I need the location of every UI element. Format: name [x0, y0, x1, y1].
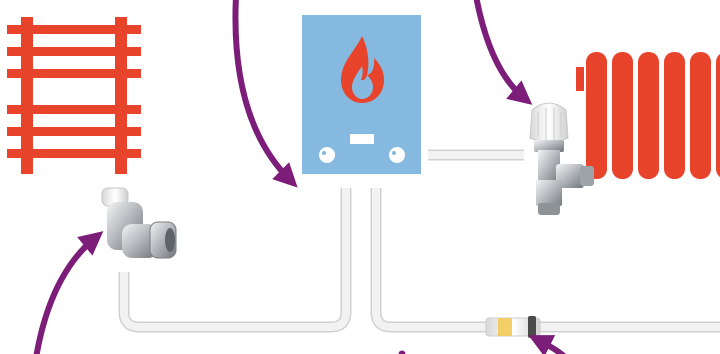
towel-rail-bar	[7, 69, 141, 78]
towel-rail-bar	[7, 149, 141, 158]
radiator-fin	[664, 52, 685, 179]
connector-ring	[528, 316, 536, 338]
arrow-to-boiler	[235, 0, 290, 180]
arrow-to-connector	[538, 340, 566, 354]
straight-connector-icon	[486, 316, 540, 338]
valve-inlet-nut	[538, 203, 560, 215]
radiator-icon	[576, 52, 720, 179]
towel-rail-bar	[7, 105, 141, 114]
boiler-right-dial	[389, 147, 405, 163]
radiator-fin	[638, 52, 659, 179]
arrow-to-elbow-fitting	[36, 238, 95, 354]
boiler-left-dial	[319, 147, 335, 163]
radiator-pipe-left	[576, 67, 584, 91]
radiator-fin	[716, 52, 720, 179]
pipes	[124, 155, 720, 327]
heated-towel-rail-icon	[7, 17, 141, 174]
boiler-display	[350, 134, 374, 144]
arrow-to-radiator-valve	[476, 0, 524, 98]
partial-arrow-tail	[399, 351, 406, 354]
radiator-fin	[612, 52, 633, 179]
towel-rail-bar	[7, 127, 141, 136]
combi-boiler-icon	[302, 15, 421, 174]
towel-rail-bar	[7, 25, 141, 34]
valve-head	[530, 103, 568, 142]
push-fit-elbow-icon	[102, 188, 176, 258]
radiator-fin	[690, 52, 711, 179]
thermostatic-radiator-valve-icon	[530, 103, 594, 215]
valve-outlet-nut	[580, 166, 594, 186]
towel-rail-bar	[7, 47, 141, 56]
connector-band	[498, 318, 512, 336]
elbow-socket	[165, 228, 175, 252]
radiator-fin	[586, 52, 607, 179]
pipe-boiler-to-connector	[376, 188, 488, 327]
